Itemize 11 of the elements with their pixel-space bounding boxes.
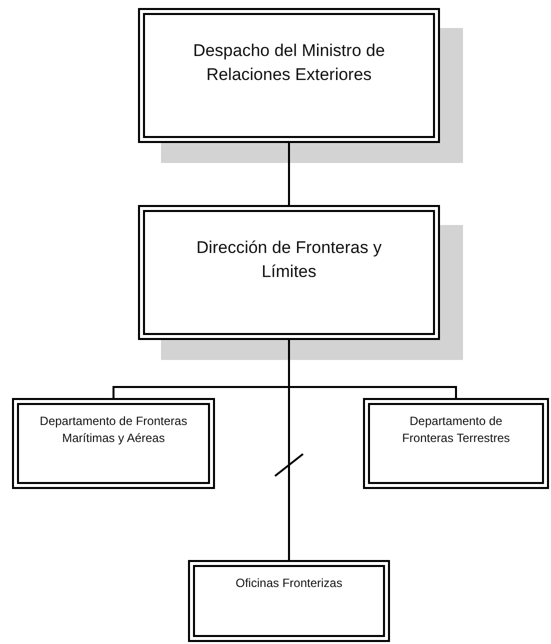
org-box [363, 398, 549, 489]
org-box [138, 205, 440, 340]
box-label: Departamento de Fronteras Terrestres [401, 413, 511, 447]
box-label: Departamento de Fronteras Marítimas y Aéreas [39, 413, 188, 447]
box-label: Despacho del Ministro de Relaciones Exteriores [192, 40, 386, 86]
org-box [138, 8, 440, 143]
org-box [12, 398, 215, 489]
org-box [188, 560, 390, 642]
connector-line [288, 143, 290, 205]
box-label: Dirección de Fronteras y Límites [195, 237, 383, 283]
box-label: Oficinas Fronterizas [236, 575, 342, 592]
